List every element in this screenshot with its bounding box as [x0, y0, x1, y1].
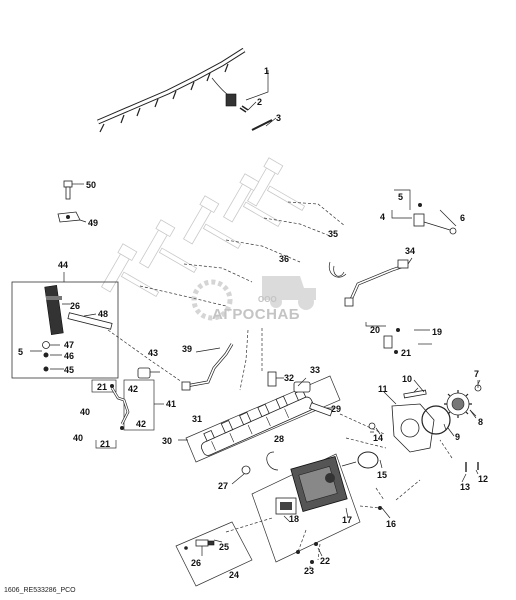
callout-29: 29: [331, 404, 341, 414]
callout-8: 8: [478, 417, 483, 427]
bottom-screws: [296, 506, 382, 568]
callout-21-lower: 21: [100, 439, 110, 449]
callout-2: 2: [257, 97, 262, 107]
pressure-limiter-group: [365, 322, 430, 354]
sensor-kit-box: [175, 521, 253, 587]
callout-12: 12: [478, 474, 488, 484]
injector-kit-box: [11, 272, 119, 379]
callout-36: 36: [279, 254, 289, 264]
callout-27: 27: [218, 481, 228, 491]
watermark-brand: АГРОСНАБ: [212, 306, 301, 323]
callout-26: 26: [191, 558, 201, 568]
callout-4: 4: [380, 212, 385, 222]
return-line-group: [91, 379, 164, 449]
watermark-logo: [191, 276, 316, 321]
callout-46: 46: [64, 351, 74, 361]
callout-5: 5: [398, 192, 403, 202]
callout-17: 17: [342, 515, 352, 525]
leak-off-line: [328, 257, 413, 307]
callout-21-limiter: 21: [401, 348, 411, 358]
callout-44: 44: [58, 260, 68, 270]
callout-21-upper: 21: [97, 382, 107, 392]
sensor-group-4: [391, 189, 457, 235]
callout-23: 23: [304, 566, 314, 576]
callout-18: 18: [289, 514, 299, 524]
callout-19: 19: [432, 327, 442, 337]
callout-40-lower: 40: [73, 433, 83, 443]
callout-50: 50: [86, 180, 96, 190]
callout-42-lower: 42: [136, 419, 146, 429]
high-pressure-pump: [251, 451, 379, 563]
callout-24: 24: [229, 570, 239, 580]
callout-20: 20: [370, 325, 380, 335]
callout-30: 30: [162, 436, 172, 446]
callout-22: 22: [320, 556, 330, 566]
callout-10: 10: [402, 374, 412, 384]
callout-42-upper: 42: [128, 384, 138, 394]
pump-dashed-guides: [225, 413, 453, 561]
callout-25: 25: [219, 542, 229, 552]
callout-49: 49: [88, 218, 98, 228]
leader-lines: [245, 70, 479, 519]
callout-13: 13: [460, 482, 470, 492]
callout-14: 14: [373, 433, 383, 443]
callout-5-injector: 5: [18, 347, 23, 357]
callout-28: 28: [274, 434, 284, 444]
callout-11: 11: [378, 384, 388, 394]
wiring-harness: [97, 47, 273, 133]
callout-33: 33: [310, 365, 320, 375]
callout-26-injector: 26: [70, 301, 80, 311]
callout-32: 32: [284, 373, 294, 383]
callout-6: 6: [460, 213, 465, 223]
callout-47: 47: [64, 340, 74, 350]
callout-7: 7: [474, 369, 479, 379]
callout-43: 43: [148, 348, 158, 358]
injector-line-paths: [107, 201, 346, 391]
callout-15: 15: [377, 470, 387, 480]
clamp-bolt: [63, 180, 84, 200]
callout-41: 41: [166, 399, 176, 409]
pump-drive-housing: [368, 379, 482, 472]
callout-3: 3: [276, 113, 281, 123]
callout-39: 39: [182, 344, 192, 354]
callout-40-upper: 40: [80, 407, 90, 417]
common-rail: [178, 371, 341, 485]
injector-clamp: [57, 211, 87, 223]
callout-labels: 1 2 3 4 5 5 6 7 8 9 10 11 12 13 14 15 16…: [18, 66, 488, 580]
footer-reference: 1606_RE533286_PCO: [4, 587, 76, 594]
callout-35: 35: [328, 229, 338, 239]
callout-45: 45: [64, 365, 74, 375]
callout-31: 31: [192, 414, 202, 424]
callout-34: 34: [405, 246, 415, 256]
callout-48: 48: [98, 309, 108, 319]
callout-16: 16: [386, 519, 396, 529]
callout-1: 1: [264, 66, 269, 76]
watermark-company: ООО: [258, 295, 277, 304]
fuel-lines: [137, 343, 234, 391]
callout-9: 9: [455, 432, 460, 442]
background-injectors: [100, 157, 306, 298]
